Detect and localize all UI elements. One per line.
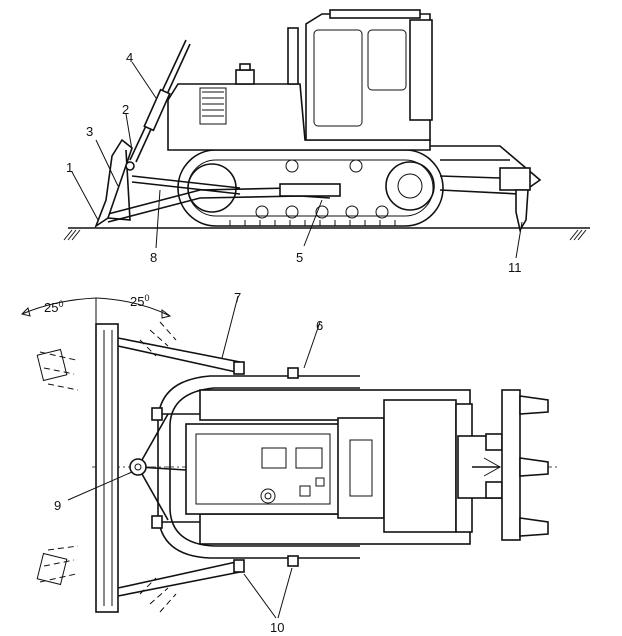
cab-top: [383, 399, 457, 533]
exhaust-stack: [287, 27, 299, 85]
dozer-blade-top: [95, 323, 119, 613]
callout-10: 10: [270, 620, 284, 635]
cab-window-front: [313, 29, 363, 127]
ball-joint: [129, 458, 147, 476]
ripper-top: [457, 389, 549, 541]
radiator-grille: [199, 87, 227, 125]
track-rollers: [255, 159, 389, 219]
callout-4: 4: [126, 50, 133, 65]
ripper-bracket: [499, 167, 531, 191]
engine-top: [337, 417, 385, 519]
callout-3: 3: [86, 124, 93, 139]
push-frame: [107, 195, 331, 223]
idler-wheel: [187, 163, 237, 213]
callout-1: 1: [66, 160, 73, 175]
angle-arc-right: [95, 297, 171, 317]
callout-11: 11: [508, 260, 522, 275]
ground-hatch-right: [569, 229, 587, 241]
ripper-tooth: [515, 189, 529, 233]
tilt-brace: [131, 175, 241, 189]
angle-label-right: 250: [130, 293, 149, 309]
cab-window-side: [367, 29, 407, 91]
callout-6: 6: [316, 318, 323, 333]
track-grousers: [229, 220, 396, 226]
drive-sprocket: [385, 161, 435, 211]
callout-9: 9: [54, 498, 61, 513]
top-view: [21, 295, 560, 619]
pivot-pins: [151, 361, 299, 573]
c-frame: [157, 375, 360, 559]
blade-swung-positions: [36, 321, 177, 613]
engine-hood: [167, 83, 431, 151]
angle-left-value: 25: [44, 300, 58, 315]
leader-lines-top: [67, 295, 321, 619]
callout-5: 5: [296, 250, 303, 265]
callout-7: 7: [234, 290, 241, 305]
ground-hatch-left: [63, 229, 81, 241]
angle-label-left: 250: [44, 299, 63, 315]
angle-right-unit: 0: [144, 293, 149, 303]
ripper-frame: [430, 145, 542, 195]
side-view: [63, 9, 590, 259]
leader-lines-side: [71, 61, 523, 259]
angle-left-unit: 0: [58, 299, 63, 309]
callout-8: 8: [150, 250, 157, 265]
angle-arc-left: [21, 297, 97, 315]
callout-2: 2: [122, 102, 129, 117]
main-frame-top: [185, 423, 341, 515]
angle-right-value: 25: [130, 294, 144, 309]
